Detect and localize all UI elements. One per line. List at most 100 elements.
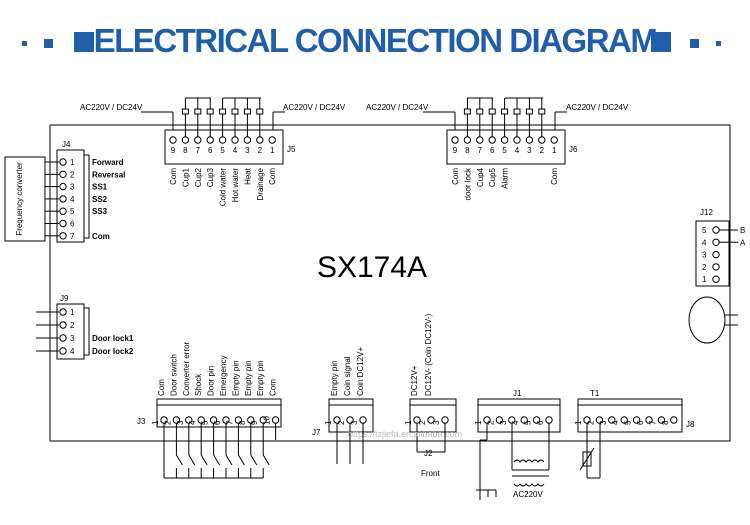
- j3-pin-label: Com: [269, 379, 278, 396]
- j5-pin-hole: [268, 136, 276, 144]
- j3-switch: [225, 454, 233, 466]
- j12-name: J12: [700, 208, 713, 217]
- t1-pin-hole: [670, 416, 678, 424]
- j6-pin-hole: [500, 136, 509, 144]
- j5-pin-hole: [243, 136, 252, 144]
- j9-pin-hole: [59, 308, 67, 316]
- j4-name: J4: [62, 140, 71, 149]
- board-label: SX174A: [317, 251, 427, 284]
- j6-contact: [488, 108, 496, 115]
- j12-pin-number: 4: [702, 238, 707, 247]
- j9-latch: [83, 307, 90, 356]
- j1-name: J1: [513, 389, 522, 398]
- j9-pin-number: 3: [70, 334, 75, 343]
- j9-pin-number: 4: [70, 347, 75, 356]
- j3-pin-label: Empty pin: [231, 360, 240, 396]
- t1-pin-hole: [657, 416, 666, 424]
- j4-pin-label: Com: [92, 232, 110, 241]
- j5-pin-number: 2: [258, 146, 263, 155]
- j4-pin-label: SS2: [92, 195, 108, 204]
- j6-pin-number: 9: [453, 146, 458, 155]
- j5-contact: [181, 108, 189, 115]
- j4-pin-hole: [59, 219, 67, 228]
- j3-pin-label: Emergency: [219, 356, 228, 396]
- j1-pin-number: 6: [536, 420, 545, 425]
- j3-pin-number: 7: [225, 420, 234, 425]
- j3-pin-label: Empty pin: [256, 360, 265, 396]
- j3-top-strip: [156, 398, 282, 406]
- j7-pin-number: 1: [324, 420, 333, 425]
- j3-pin-label: Empty pin: [244, 360, 253, 396]
- j1-pin-hole: [495, 416, 504, 424]
- thermistor-arrow: [579, 447, 595, 471]
- j3-name: J3: [137, 417, 146, 426]
- j5-contact: [219, 108, 227, 115]
- j9-pin-label: Door lock2: [92, 347, 134, 356]
- j7-name: J7: [312, 428, 321, 437]
- j7-top-strip: [328, 398, 374, 406]
- j3-pin-number: 8: [238, 420, 247, 425]
- j6-contact: [538, 108, 546, 115]
- j3-switch: [250, 454, 258, 466]
- j9-pin-hole: [59, 347, 67, 355]
- decor-square: [22, 41, 27, 46]
- j5-contact: [194, 108, 202, 115]
- j6-pin-number: 6: [490, 146, 495, 155]
- j12-pin-number: 1: [702, 275, 707, 284]
- j12-pin-number: 2: [702, 263, 707, 272]
- j5-pin-hole: [231, 136, 239, 144]
- j1-pin-number: 4: [511, 420, 520, 425]
- j9-pin-number: 1: [70, 308, 75, 317]
- t1-housing: [577, 404, 683, 433]
- j4-pin-label: Forward: [92, 158, 124, 167]
- j1-pin-number: 5: [524, 420, 533, 425]
- j2-pin-hole: [427, 416, 435, 424]
- j7-pin-number: 3: [350, 420, 359, 425]
- connector-j6: J6 AC220V / DC24V AC220V / DC24V 9Com8do…: [366, 97, 629, 200]
- j3-switch: [213, 454, 221, 466]
- j5-contact: [206, 108, 214, 115]
- j4-pin-label: SS3: [92, 207, 108, 216]
- j5-pin-label: Heat: [243, 167, 252, 185]
- j6-pin-number: 8: [465, 146, 470, 155]
- j6-pin-hole: [525, 136, 534, 144]
- j2-pin-label: DC12V- (Coin DC12V-): [424, 313, 433, 396]
- j5-pin-hole: [256, 136, 264, 144]
- j6-pin-label: door lock: [463, 167, 472, 200]
- j9-name: J9: [60, 294, 69, 303]
- j6-contact: [525, 108, 533, 115]
- j5-supply-right: AC220V / DC24V: [283, 103, 346, 112]
- decor-square: [651, 32, 671, 52]
- frequency-converter-label: Frequency converter: [15, 162, 24, 236]
- j4-pin-hole: [59, 207, 67, 215]
- transformer-coil: [513, 483, 545, 487]
- transformer-coil: [513, 459, 545, 463]
- j5-pin-number: 7: [196, 146, 201, 155]
- j6-pin-hole: [550, 136, 558, 144]
- j5-pin-hole: [218, 136, 227, 144]
- t1-pin-number: 1: [574, 420, 583, 425]
- j7-pin-number: 2: [337, 420, 346, 425]
- j3-pin-label: Com: [157, 379, 166, 396]
- j12-pin-hole: [712, 263, 720, 271]
- j4-pin-number: 3: [70, 183, 75, 192]
- j5-housing: [164, 129, 284, 165]
- j4-pin-hole: [59, 232, 67, 240]
- j5-pin-label: Com: [268, 168, 277, 185]
- j4-pin-hole: [59, 195, 67, 203]
- page-title: ELECTRICAL CONNECTION DIAGRAM: [93, 22, 658, 59]
- j5-pin-hole: [206, 136, 214, 144]
- j2-pin-number: 1: [404, 420, 413, 425]
- j7-housing: [328, 404, 374, 433]
- j5-pin-hole: [194, 136, 202, 144]
- t1-pin-hole: [632, 416, 641, 424]
- j1-pin-number: 1: [474, 420, 483, 425]
- j2-name: J2: [424, 449, 433, 458]
- j6-pin-label: Cup5: [488, 167, 497, 187]
- j7-pin-label: Coin DC12V+: [356, 347, 365, 396]
